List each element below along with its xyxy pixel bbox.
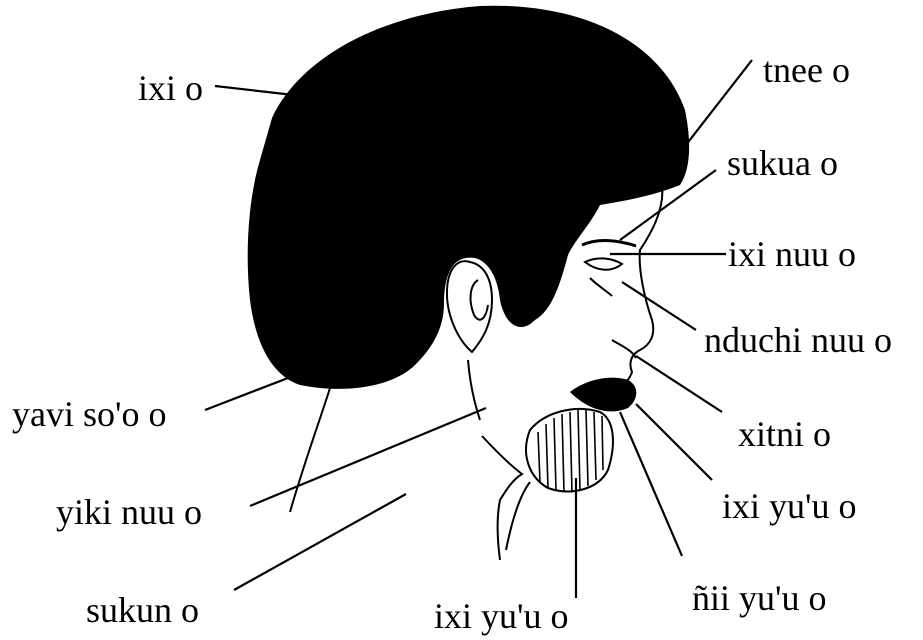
ear-inner xyxy=(471,280,488,320)
label-eyebrow-area: sukua o xyxy=(727,145,838,181)
label-forehead: tnee o xyxy=(763,52,850,88)
label-mustache: ixi yu'u o xyxy=(722,488,857,524)
label-hair: ixi o xyxy=(138,70,203,106)
eye-lash xyxy=(590,278,612,296)
label-neck: sukun o xyxy=(86,592,199,628)
pointer-cheek xyxy=(250,408,486,506)
label-eyebrow: ixi nuu o xyxy=(728,236,856,272)
mustache-shape xyxy=(570,378,636,412)
neck-front xyxy=(482,436,530,560)
pointer-nose xyxy=(636,356,722,412)
pointer-mustache xyxy=(636,404,712,480)
pointer-ear xyxy=(205,378,288,410)
hair-shape xyxy=(248,6,689,389)
beard-hatching xyxy=(538,410,603,492)
pointer-forehead xyxy=(682,60,752,150)
eye-shape xyxy=(585,258,622,269)
label-lips: ñii yu'u o xyxy=(692,580,827,616)
eyebrow-shape xyxy=(582,241,636,246)
label-cheek: yiki nuu o xyxy=(56,494,202,530)
label-beard: ixi yu'u o xyxy=(434,598,569,634)
label-nose: xitni o xyxy=(738,416,831,452)
ear-shape xyxy=(447,261,492,352)
label-ear: yavi so'o o xyxy=(12,396,166,432)
label-eye: nduchi nuu o xyxy=(704,322,892,358)
neck-back xyxy=(290,388,330,512)
pointer-neck xyxy=(234,494,406,590)
pointer-eye xyxy=(622,282,696,330)
pointer-lips xyxy=(620,412,682,556)
